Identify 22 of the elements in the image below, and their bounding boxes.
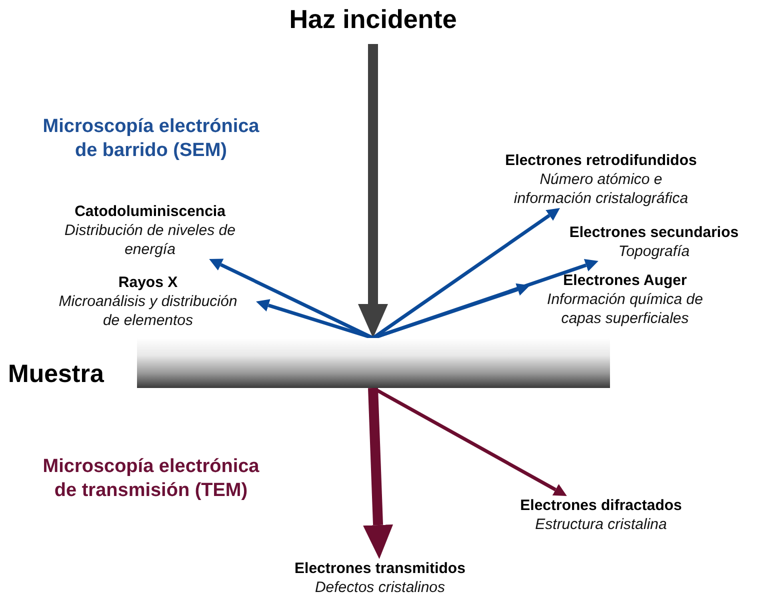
signal-description: Información química de capas superficiales bbox=[546, 290, 704, 328]
signal-title: Electrones Auger bbox=[563, 271, 687, 290]
signal-description: Número atómico e información cristalográfica bbox=[512, 170, 690, 208]
signal-title: Electrones difractados bbox=[520, 496, 682, 515]
signal-title: Electrones transmitidos bbox=[294, 559, 466, 578]
section-heading: Microscopía electrónica de barrido (SEM) bbox=[42, 115, 260, 163]
arrow bbox=[363, 388, 394, 559]
signal-description: Defectos cristalinos bbox=[314, 578, 446, 596]
arrow bbox=[372, 283, 530, 340]
signal-title: Electrones retrodifundidos bbox=[505, 151, 697, 170]
section-heading: Microscopía electrónica de transmisión (TEM) bbox=[42, 455, 260, 503]
signal-title: Electrones secundarios bbox=[569, 223, 739, 242]
signal-title: Rayos X bbox=[118, 273, 178, 292]
sample-label: Muestra bbox=[8, 360, 104, 388]
signal-description: Microanálisis y distribución de elementos bbox=[58, 292, 238, 330]
arrow bbox=[358, 44, 388, 338]
signal-title: Catodoluminiscencia bbox=[74, 202, 226, 221]
signal-description: Distribución de niveles de energía bbox=[64, 221, 236, 259]
arrow bbox=[256, 299, 374, 340]
signal-description: Topografía bbox=[618, 242, 690, 261]
signal-description: Estructura cristalina bbox=[535, 515, 667, 534]
beam-title: Haz incidente bbox=[289, 3, 457, 36]
